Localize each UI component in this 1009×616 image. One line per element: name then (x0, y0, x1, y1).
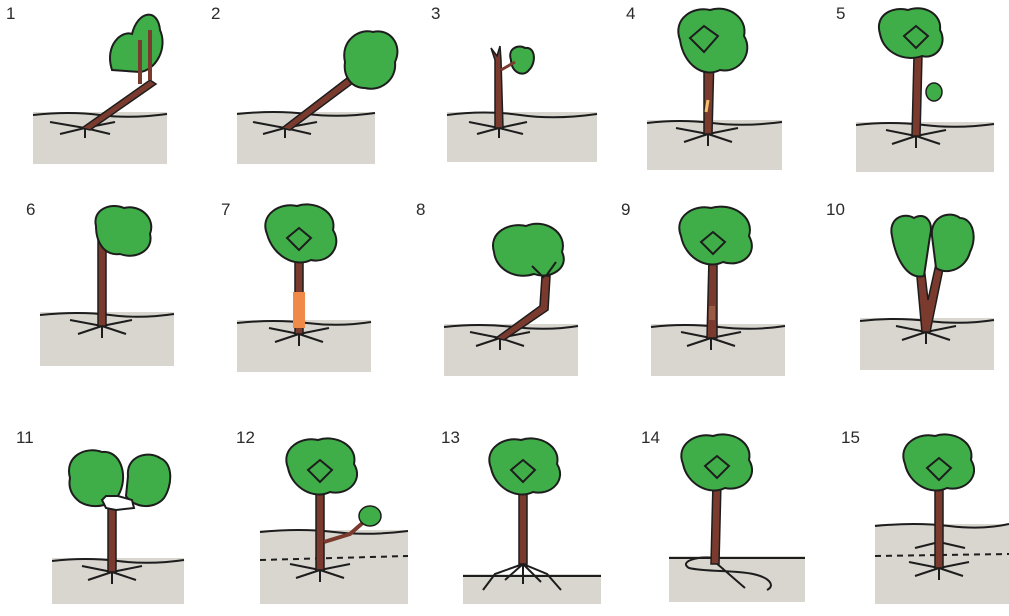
crown (493, 224, 564, 276)
panel-3-illustration (425, 0, 615, 180)
trunk-crack (706, 100, 708, 112)
panel-1: 1 (0, 0, 165, 180)
crown (891, 216, 931, 277)
panel-2: 2 (205, 0, 370, 180)
panel-7: 7 (215, 196, 380, 376)
panel-14: 14 (635, 424, 800, 604)
panel-13: 13 (435, 424, 600, 604)
panel-12: 12 (230, 424, 395, 604)
trunk-wound (709, 306, 715, 320)
panel-10: 10 (820, 196, 985, 376)
panel-9: 9 (615, 196, 780, 376)
panel-12-illustration (230, 424, 420, 604)
trunk (108, 508, 116, 572)
trunk (707, 258, 717, 338)
soil-block (669, 556, 805, 602)
panel-6-illustration (20, 196, 200, 376)
sucker-crown (359, 506, 381, 526)
soil-block (856, 122, 994, 172)
soil-block (40, 312, 174, 366)
panel-3: 3 (425, 0, 590, 180)
panel-5-illustration (830, 0, 1009, 180)
panel-4-illustration (620, 0, 810, 180)
panel-15-illustration (835, 424, 1009, 604)
crown-right (126, 455, 170, 506)
panel-11-illustration (10, 424, 200, 604)
soil-block (651, 324, 785, 376)
crown (110, 15, 163, 72)
panel-5: 5 (830, 0, 995, 180)
soil-block (647, 120, 782, 170)
crown (879, 8, 943, 58)
soil-block (447, 112, 597, 162)
trunk (519, 486, 527, 564)
crown (344, 31, 397, 89)
panel-1-illustration (0, 0, 200, 180)
soil-block (52, 558, 184, 604)
panel-6: 6 (20, 196, 185, 376)
soil-block (237, 112, 375, 164)
trunk-wrap (293, 292, 305, 328)
panel-15: 15 (835, 424, 1000, 604)
trunk-sprout (926, 83, 942, 101)
panel-7-illustration (215, 196, 395, 376)
panel-10-illustration (820, 196, 1000, 376)
trunk (935, 484, 943, 568)
panel-8: 8 (410, 196, 575, 376)
crown (679, 207, 752, 265)
crown (489, 438, 560, 494)
crown (286, 438, 357, 494)
crown (95, 206, 151, 256)
panel-11: 11 (10, 424, 175, 604)
crown-right (932, 215, 974, 272)
panel-14-illustration (635, 424, 815, 604)
trunk (912, 55, 922, 136)
panel-9-illustration (615, 196, 795, 376)
panel-2-illustration (205, 0, 405, 180)
trunk (711, 482, 721, 564)
panel-8-illustration (410, 196, 590, 376)
crown (510, 47, 534, 74)
trunk (316, 486, 324, 570)
panel-4: 4 (620, 0, 785, 180)
crown (265, 204, 336, 262)
panel-13-illustration (435, 424, 615, 604)
crown (681, 434, 752, 490)
crown (903, 434, 974, 490)
